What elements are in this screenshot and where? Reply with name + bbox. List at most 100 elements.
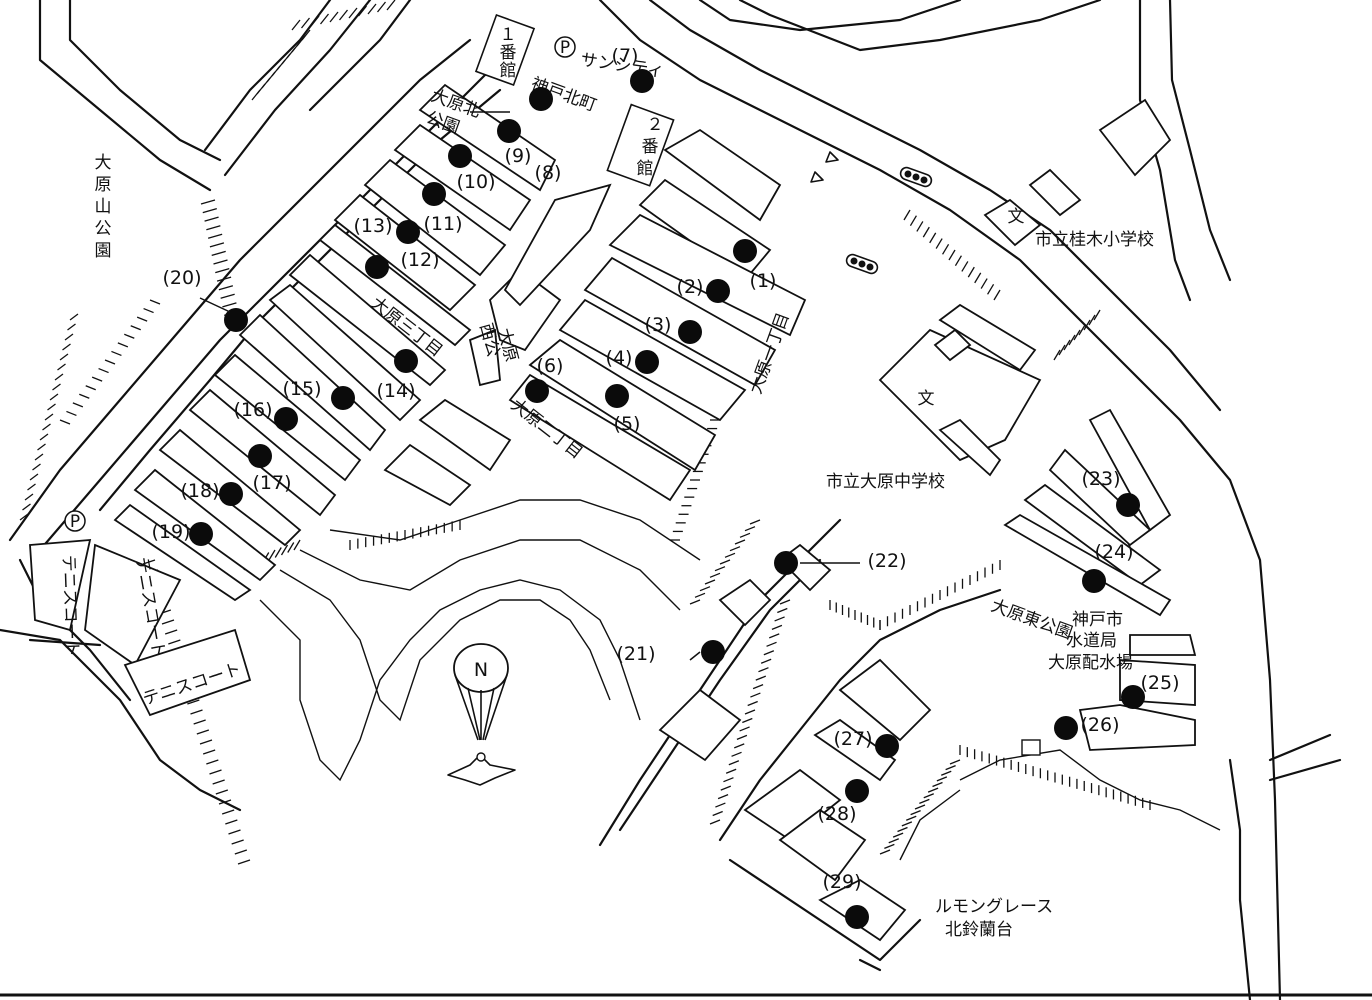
slope-hatch-mark [66, 410, 77, 417]
marker-dot-8[interactable] [529, 87, 553, 111]
marker-label-7: (7) [612, 45, 639, 67]
slope-hatch-mark [231, 839, 244, 845]
marker-dot-21[interactable] [701, 640, 725, 664]
marker-dot-15[interactable] [331, 386, 355, 410]
marker-dot-7[interactable] [630, 69, 654, 93]
slope-hatch-mark [923, 793, 934, 799]
slope-hatch-mark [779, 599, 791, 605]
slope-hatch-mark [161, 619, 175, 625]
leader-line [199, 297, 231, 313]
slope-hatch-mark [929, 232, 937, 244]
slope-hatch-mark [338, 9, 349, 21]
marker-dot-20[interactable] [224, 308, 248, 332]
slope-hatch-mark [715, 802, 726, 808]
slope-hatch-mark [689, 599, 701, 605]
marker-dot-9[interactable] [497, 119, 521, 143]
slope-hatch-mark [914, 804, 926, 810]
slope-hatch-mark [750, 692, 761, 698]
slope-hatch-mark [67, 323, 76, 331]
marker-dot-18[interactable] [219, 482, 243, 506]
marker-dot-16[interactable] [274, 407, 298, 431]
marker-dot-27[interactable] [875, 734, 899, 758]
marker-dot-1[interactable] [733, 239, 757, 263]
marker-dot-6[interactable] [525, 379, 549, 403]
residential-blocks [29, 83, 1197, 942]
marker-dot-19[interactable] [189, 522, 213, 546]
slope-hatch-mark [117, 342, 129, 348]
marker-label-14: (14) [376, 380, 415, 402]
marker-dot-17[interactable] [248, 444, 272, 468]
slope-hatch-mark [699, 586, 711, 592]
slope-hatch-mark [386, 0, 396, 11]
ohara-junior-high-label: 市立大原中学校 [826, 472, 945, 492]
slope-hatch-mark [136, 316, 148, 322]
slope-hatch-mark [319, 13, 330, 25]
marker-dot-2[interactable] [706, 279, 730, 303]
slope-hatch-mark [357, 5, 368, 17]
north-mark: N [474, 659, 488, 681]
marker-dot-22[interactable] [774, 551, 798, 575]
slope-hatch-mark [19, 513, 29, 521]
marker-label-29: (29) [822, 871, 861, 893]
marker-label-3: (3) [645, 314, 672, 336]
slope-hatch-mark [733, 743, 745, 749]
school-symbol: 文 [918, 389, 935, 409]
slope-hatch-mark [215, 789, 229, 795]
marker-dot-4[interactable] [635, 350, 659, 374]
slope-hatch-mark [927, 787, 939, 793]
slope-hatch-mark [22, 503, 31, 511]
slope-hatch-mark [763, 650, 775, 656]
marker-dot-24[interactable] [1082, 569, 1106, 593]
slope-hatch-mark [1088, 314, 1096, 326]
marker-dot-12[interactable] [396, 220, 420, 244]
slope-hatch-mark [993, 289, 1001, 301]
slope-hatch-mark [212, 779, 225, 785]
marker-dot-26[interactable] [1054, 716, 1078, 740]
slope-hatch-mark [723, 777, 734, 783]
slope-hatch-mark [202, 207, 217, 214]
slope-hatch-mark [768, 633, 780, 639]
slope-hatch-mark [204, 216, 219, 222]
slope-hatch-mark [777, 607, 788, 614]
slope-hatch-mark [906, 815, 917, 821]
marker-dot-23[interactable] [1116, 493, 1140, 517]
marker-dot-14[interactable] [394, 349, 418, 373]
marker-dot-13[interactable] [365, 255, 389, 279]
slope-hatch-mark [211, 250, 226, 257]
marker-label-19: (19) [151, 521, 190, 543]
slope-hatch-mark [32, 463, 41, 471]
slope-hatch-mark [199, 739, 213, 745]
ohara-yama-koen-char: 山 [95, 197, 112, 217]
slope-hatch-mark [974, 272, 982, 284]
slope-hatch-mark [206, 759, 219, 765]
marker-dot-28[interactable] [845, 779, 869, 803]
location-markers: (1)(2)(3)(4)(5)(6)(7)(8)(9)(10)(11)(12)(… [151, 45, 1180, 929]
building-2-char: ２ [647, 115, 664, 135]
misc-symbols [810, 151, 1041, 756]
slope-hatch-mark [59, 419, 71, 425]
slope-hatch-mark [62, 343, 71, 351]
slope-hatch-mark [268, 549, 276, 561]
marker-dot-3[interactable] [678, 320, 702, 344]
slope-hatch-mark [287, 542, 295, 553]
traffic-signals [845, 166, 933, 275]
marker-dot-29[interactable] [845, 905, 869, 929]
slope-hatch-mark [734, 539, 746, 545]
parking-label-left: P [70, 512, 80, 532]
slope-hatch-mark [49, 393, 59, 401]
slope-hatch-mark [1068, 334, 1076, 346]
water-bureau-line3: 大原配水場 [1048, 653, 1133, 673]
slope-hatch-mark [111, 350, 122, 357]
slope-hatch-mark [85, 385, 96, 391]
slope-hatch-mark [725, 768, 737, 774]
marker-dot-25[interactable] [1121, 685, 1145, 709]
marker-dot-10[interactable] [448, 144, 472, 168]
marker-dot-5[interactable] [605, 384, 629, 408]
building-2-char: 館 [637, 159, 654, 179]
slope-hatch-mark [736, 734, 748, 740]
marker-label-28: (28) [817, 803, 856, 825]
slope-hatch-mark [935, 238, 943, 249]
slope-hatch-mark [916, 221, 924, 232]
marker-dot-11[interactable] [422, 182, 446, 206]
